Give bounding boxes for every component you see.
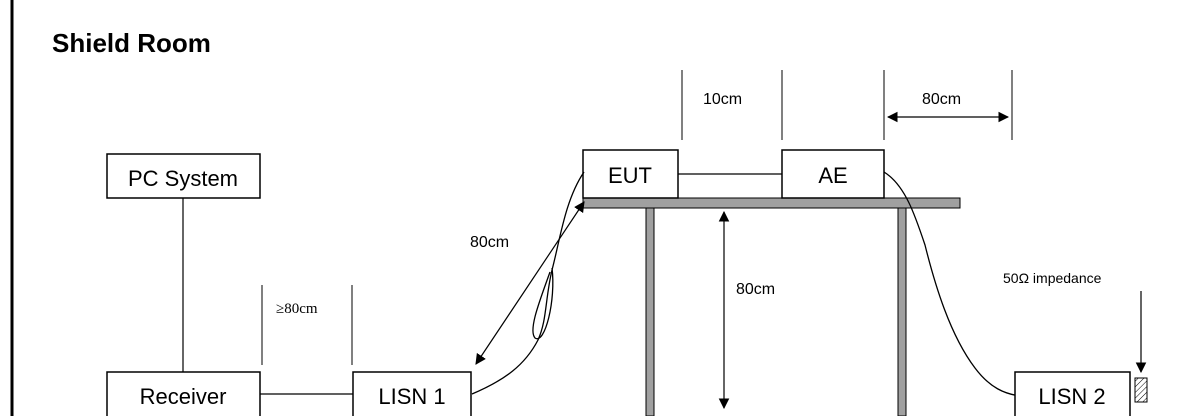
impedance-label: 50Ω impedance: [1003, 270, 1102, 286]
ae-box: [781, 149, 885, 199]
pc-system-label: PC System: [128, 166, 238, 191]
cable-length-label: 80cm: [470, 234, 509, 251]
lisn2-label: LISN 2: [1038, 384, 1105, 409]
lisn2-box: [1014, 371, 1131, 416]
eut-ae-gap-label: 10cm: [703, 91, 742, 108]
table-leg-left: [645, 207, 655, 416]
table-leg-right: [897, 207, 907, 416]
diagram-title: Shield Room: [52, 28, 211, 58]
receiver-box: [106, 371, 261, 416]
lisn1-label: LISN 1: [378, 384, 445, 409]
ae-wall-distance-label: 80cm: [922, 91, 961, 108]
ae-lisn2-power-cable: [883, 171, 1021, 397]
table-top: [582, 197, 961, 209]
lisn1-box: [352, 371, 472, 416]
table-height-label: 80cm: [736, 281, 775, 298]
cable-length-arrow: [475, 201, 585, 365]
receiver-lisn-distance-label: ≥80cm: [276, 301, 318, 317]
ae-label: AE: [818, 163, 847, 188]
eut-label: EUT: [608, 163, 652, 188]
receiver-label: Receiver: [140, 384, 227, 409]
impedance-terminator: [1134, 377, 1148, 403]
eut-lisn1-power-cable: [471, 171, 585, 395]
